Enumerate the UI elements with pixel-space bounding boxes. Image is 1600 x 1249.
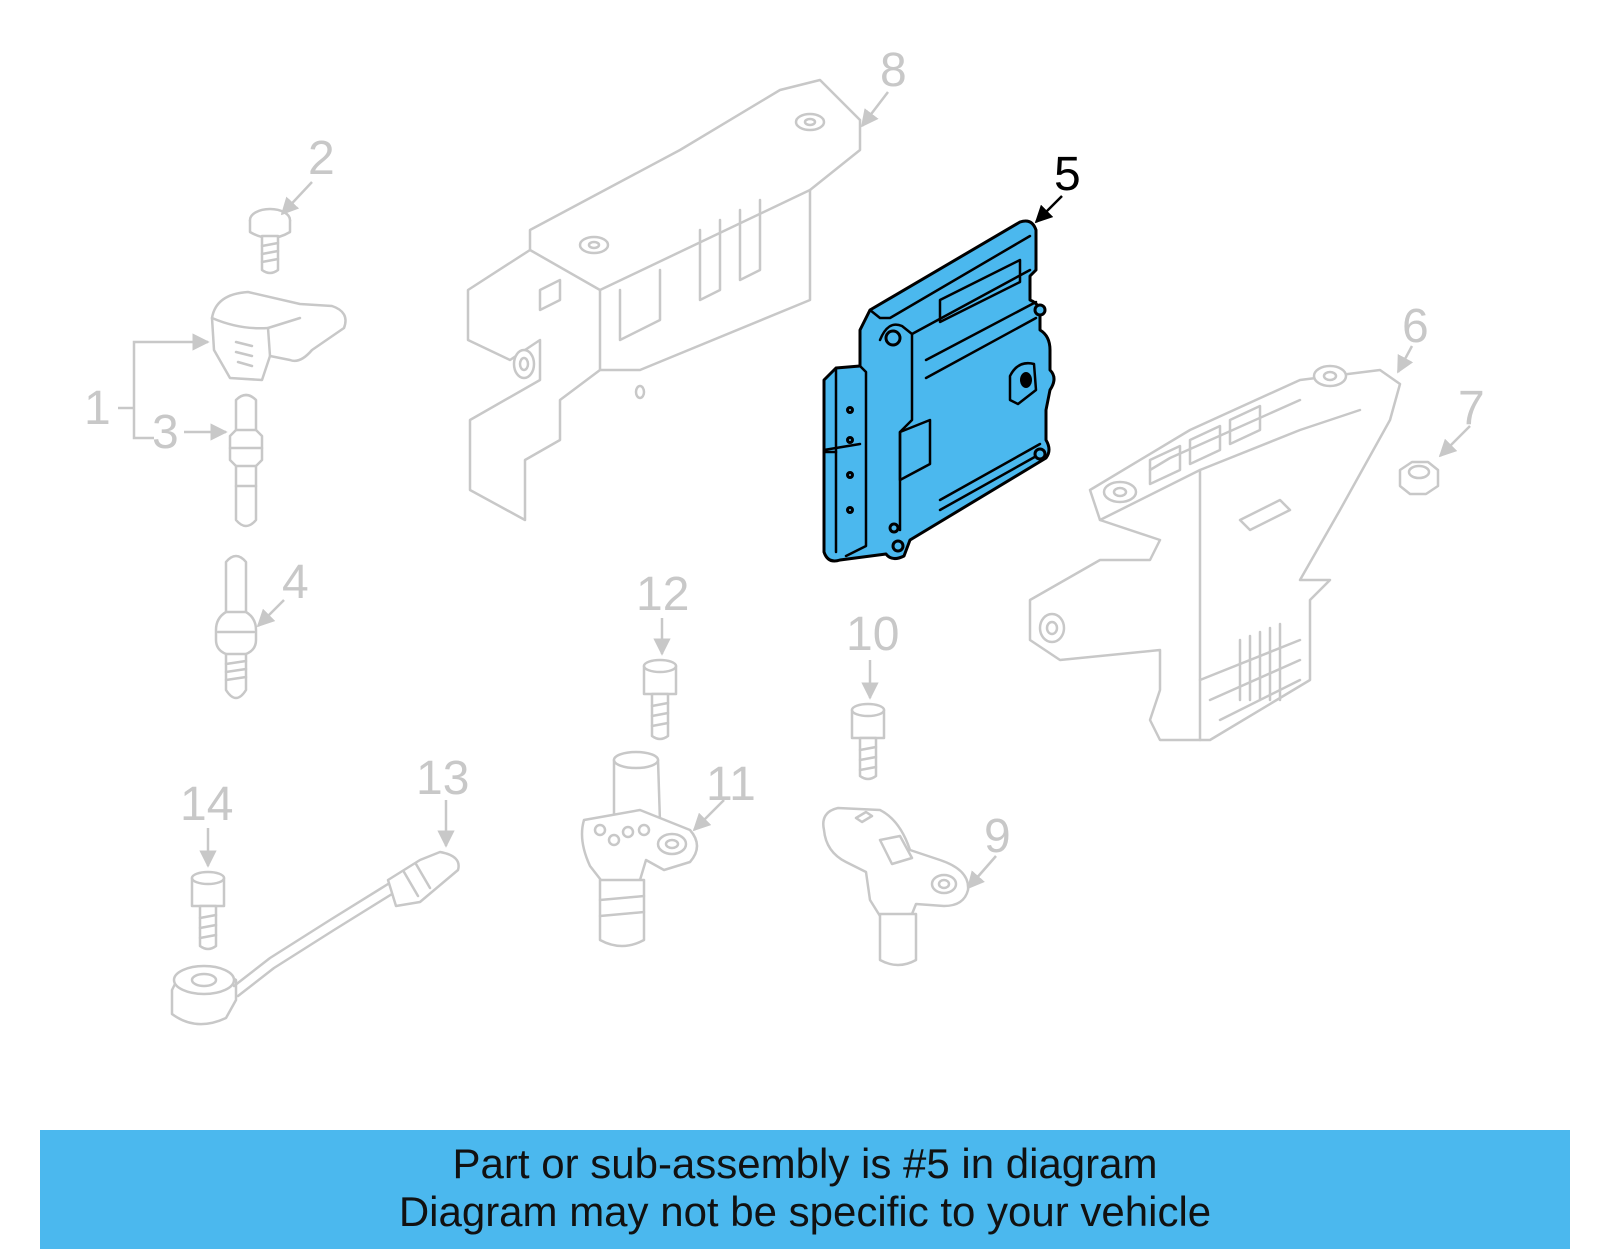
part-12-bolt [642,658,678,741]
leader-8 [860,91,889,128]
part-3-coil-boot [228,393,264,528]
callout-7: 7 [1458,382,1485,435]
leader-11 [692,799,725,832]
part-14-bolt [190,870,226,951]
part-13-knock-sensor [170,850,460,1026]
part-6-ecu-bracket [1028,364,1402,742]
leader-9 [966,855,997,890]
part-9-sensor [822,806,970,967]
leader-4 [256,599,285,628]
footer-line-disclaimer: Diagram may not be specific to your vehi… [398,1188,1212,1235]
callout-1-bracket [118,333,210,440]
leader-7 [1438,425,1471,458]
callout-8: 8 [880,44,907,97]
callout-12: 12 [636,568,689,621]
part-8-bracket [466,78,862,522]
callout-11: 11 [706,758,756,811]
part-1-ignition-coil [210,290,347,382]
footer-banner: Part or sub-assembly is #5 in diagram Di… [40,1130,1570,1249]
leader-6 [1396,345,1414,374]
part-11-sensor [580,750,699,948]
part-5-ecu-highlighted [822,219,1056,563]
callout-10: 10 [846,608,899,661]
callout-9: 9 [984,810,1011,863]
leader-2 [280,181,313,216]
callout-3: 3 [152,406,179,459]
callout-14: 14 [180,778,233,831]
callout-5: 5 [1054,148,1081,201]
callout-2: 2 [308,132,335,185]
callout-13: 13 [416,752,469,805]
part-10-bolt [850,702,886,781]
callout-6: 6 [1402,300,1429,353]
part-2-bolt [248,207,292,275]
leader-5 [1034,195,1063,224]
part-7-nut [1398,460,1440,496]
callout-4: 4 [282,556,309,609]
part-4-spark-plug [214,554,258,700]
footer-line-part-number: Part or sub-assembly is #5 in diagram [452,1140,1158,1187]
callout-1: 1 [84,382,111,435]
